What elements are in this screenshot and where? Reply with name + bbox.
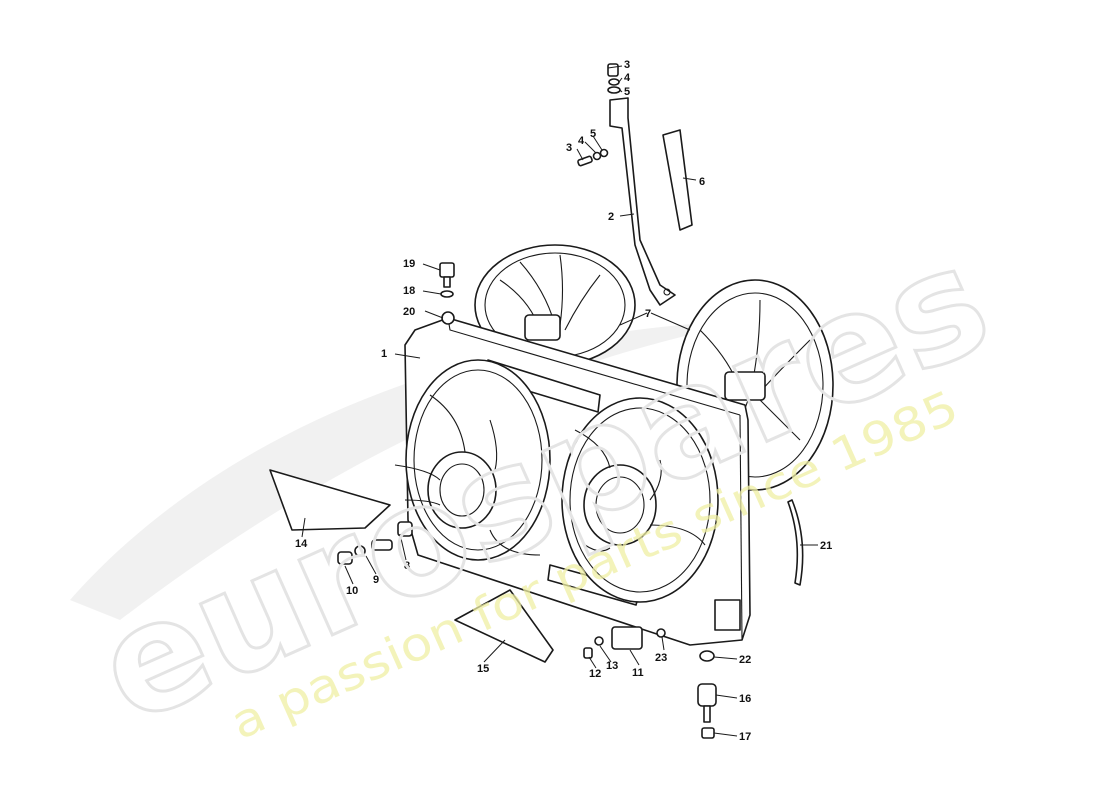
seal-strip: [662, 129, 693, 231]
callout-20: 20: [403, 306, 415, 318]
callout-2: 2: [608, 211, 614, 223]
callout-4-top: 4: [624, 72, 631, 84]
callout-17: 17: [739, 731, 751, 743]
callout-1: 1: [381, 348, 387, 360]
callout-8: 8: [404, 560, 410, 572]
watermark-swoosh: [70, 320, 760, 620]
callout-15: 15: [477, 663, 489, 675]
callout-18: 18: [403, 285, 415, 297]
deflector-plate-left: [269, 469, 391, 531]
rear-fan-left: [474, 244, 636, 366]
callout-12: 12: [589, 668, 601, 680]
callout-19: 19: [403, 258, 415, 270]
callout-4-mid: 4: [578, 135, 585, 147]
rubber-strip: [787, 499, 804, 586]
callout-16: 16: [739, 693, 751, 705]
callout-23: 23: [655, 652, 667, 664]
callout-5-mid: 5: [590, 128, 596, 140]
callout-11: 11: [632, 667, 644, 679]
callout-3-top: 3: [624, 59, 630, 71]
callout-21: 21: [820, 540, 832, 552]
callout-10: 10: [346, 585, 358, 597]
hardware-parts: [337, 63, 717, 739]
callout-labels: 3 4 5 3 4 5 6 2 7 1 19 18 20 14 8 9 10 1…: [295, 59, 832, 743]
callout-3-mid: 3: [566, 142, 572, 154]
callout-6: 6: [699, 176, 705, 188]
callout-7: 7: [645, 308, 651, 320]
mounting-bracket: [609, 97, 676, 306]
deflector-plate-lower: [454, 589, 554, 663]
fan-ring-right: [561, 397, 719, 603]
callout-14: 14: [295, 538, 308, 550]
fan-ring-left: [394, 359, 551, 561]
leader-lines: [301, 65, 818, 737]
callout-13: 13: [606, 660, 618, 672]
callout-22: 22: [739, 654, 751, 666]
callout-9: 9: [373, 574, 379, 586]
callout-5-top: 5: [624, 86, 630, 98]
